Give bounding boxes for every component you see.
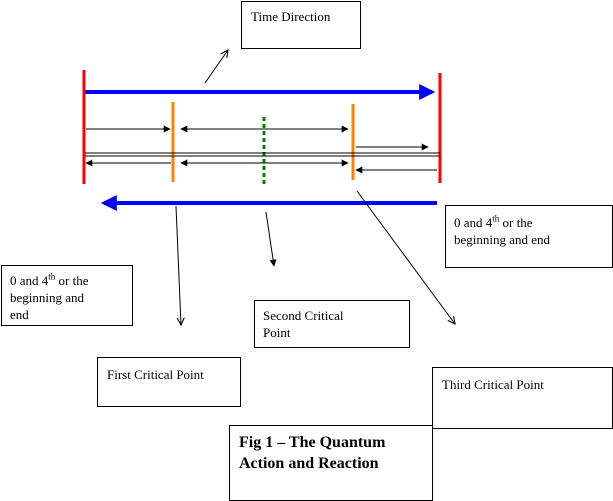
- time-direction-pointer: [204, 50, 228, 84]
- left-endpoint-text-b: or the: [55, 273, 89, 288]
- left-endpoint-sup: th: [48, 271, 56, 282]
- right-endpoint-line2: beginning and end: [454, 232, 551, 247]
- left-endpoint-line3: end: [10, 307, 29, 322]
- second-critical-pointer: [265, 211, 277, 267]
- right-endpoint-sup: th: [492, 213, 500, 224]
- second-critical-line1: Second Critical: [263, 308, 344, 323]
- right-endpoint-text-a: 0 and 4: [454, 215, 493, 230]
- second-critical-point-label: Second Critical Point: [254, 300, 410, 348]
- first-critical-text: First Critical Point: [107, 367, 204, 382]
- left-endpoint-text-a: 0 and 4: [10, 273, 49, 288]
- time-direction-text: Time Direction: [251, 9, 331, 24]
- right-endpoint-line1: 0 and 4th or the: [454, 214, 612, 231]
- second-critical-line2: Point: [263, 325, 291, 340]
- left-endpoint-line2: beginning and: [10, 290, 85, 305]
- right-endpoint-text-b: or the: [499, 215, 533, 230]
- third-critical-pointer: [356, 190, 455, 324]
- caption-line1: Fig 1 – The Quantum: [239, 434, 386, 451]
- left-endpoint-label: 0 and 4th or the beginning and end: [1, 265, 133, 326]
- left-endpoint-line1: 0 and 4th or the: [10, 272, 132, 289]
- first-critical-point-label: First Critical Point: [97, 357, 241, 407]
- third-critical-point-label: Third Critical Point: [432, 367, 613, 429]
- time-direction-label: Time Direction: [241, 1, 361, 49]
- first-critical-pointer: [175, 205, 181, 325]
- right-endpoint-label: 0 and 4th or the beginning and end: [445, 205, 613, 268]
- figure-caption: Fig 1 – The Quantum Action and Reaction: [229, 425, 433, 501]
- third-critical-text: Third Critical Point: [442, 377, 544, 392]
- caption-line2: Action and Reaction: [239, 455, 379, 472]
